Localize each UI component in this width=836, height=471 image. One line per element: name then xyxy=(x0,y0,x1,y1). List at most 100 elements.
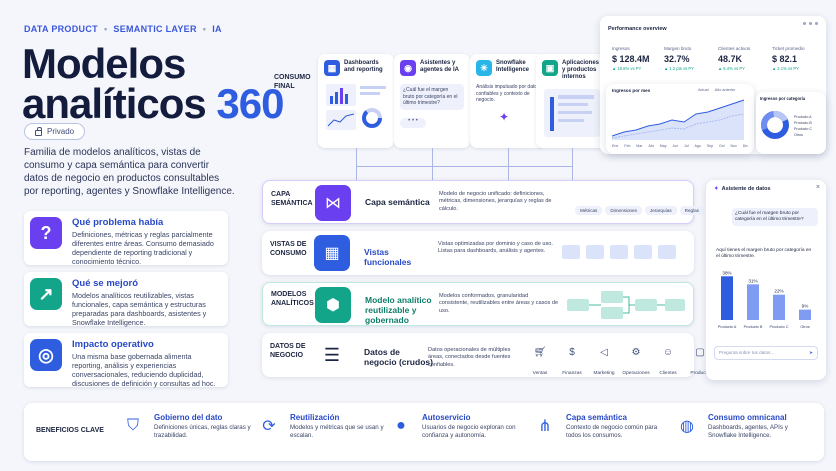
layer-modelos[interactable]: MODELOS ANALÍTICOS ⬢ Modelo analítico re… xyxy=(262,282,694,326)
kpi-value: $ 82.1 xyxy=(772,54,798,64)
source-finanzas: $ Finanzas xyxy=(558,347,586,379)
assistant-title: Asistente de datos xyxy=(721,186,771,192)
month-label: Ene xyxy=(612,144,619,148)
dashboard-icon: ▦ xyxy=(324,60,340,76)
bar-value-label: 22% xyxy=(774,289,783,294)
layer-label: CAPA SEMÁNTICA xyxy=(271,191,313,207)
sparkle-icon: ✦ xyxy=(499,109,510,124)
consumer-text: Análisis impulsado por datos confiables … xyxy=(476,84,540,103)
bar-1 xyxy=(747,284,759,320)
megaphone-icon: ◁ xyxy=(600,347,608,358)
source-label: Finanzas xyxy=(562,371,582,376)
connector-line xyxy=(432,148,433,180)
consumer-snowflake[interactable]: ✳Snowflake Intelligence Análisis impulsa… xyxy=(470,54,546,148)
input-placeholder: Pregunta sobre tus datos... xyxy=(719,350,775,355)
bar-category-label: Otros xyxy=(800,325,809,329)
badge-label: Privado xyxy=(47,127,75,136)
send-icon[interactable]: ➤ xyxy=(809,350,813,355)
month-label: Ago xyxy=(694,144,701,148)
bar-category-label: Producto C xyxy=(770,325,789,329)
sparkle-icon: ✦ xyxy=(714,186,719,192)
source-ventas: 🛒︎ Ventas xyxy=(526,347,554,379)
layer-label-consumo: CONSUMO FINAL xyxy=(274,74,311,90)
title-line-1: Modelos xyxy=(22,40,186,87)
kpi-label: Ingresos xyxy=(612,46,630,51)
source-marketing: ◁ Marketing xyxy=(590,347,618,379)
users-icon: ☺ xyxy=(662,347,674,358)
bar-value-label: 31% xyxy=(748,278,757,283)
refresh-icon: ⟳ xyxy=(262,418,276,435)
trend-icon: ↗ xyxy=(30,278,62,310)
gear-icon: ⚙ xyxy=(631,347,641,358)
month-label: Jul xyxy=(684,144,689,148)
benefit-title: Autoservicio xyxy=(422,413,471,422)
database-icon: ☰ xyxy=(314,337,350,373)
benefit-text: Modelos y métricas que se usan y escalan… xyxy=(290,424,384,439)
chip-reglas: Reglas xyxy=(679,206,704,215)
consumer-title: Dashboards and reporting xyxy=(344,60,383,73)
assistant-answer: Aquí tienes el margen bruto por categorí… xyxy=(716,248,812,259)
consumer-title: Asistentes y agentes de IA xyxy=(420,60,460,73)
bar-2 xyxy=(773,294,785,320)
assistant-input[interactable]: Pregunta sobre tus datos... ➤ xyxy=(714,346,818,360)
source-label: Marketing xyxy=(593,371,615,376)
benefit-title: Capa semántica xyxy=(566,413,627,422)
snowflake-icon: ✳ xyxy=(476,60,492,76)
bar-category-label: Producto B xyxy=(744,325,763,329)
tag-ia: IA xyxy=(212,24,222,34)
consumer-ai-agents[interactable]: ◉Asistentes y agentes de IA ¿Cuál fue el… xyxy=(394,54,470,148)
bar-value-label: 38% xyxy=(722,270,731,275)
tag-separator: • xyxy=(202,24,207,34)
layer-vistas[interactable]: VISTAS DE CONSUMO ▦ Vistas funcionales V… xyxy=(262,231,694,275)
benefit-text: Dashboards, agentes, APIs y Snowflake In… xyxy=(708,424,788,439)
benefit-text: Usuarios de negocio exploran con confian… xyxy=(422,424,516,439)
privacy-badge: Privado xyxy=(24,123,86,140)
box-icon: ▢ xyxy=(695,347,705,358)
title-line-2: analíticos xyxy=(22,80,207,127)
legend-previous: Año anterior xyxy=(714,88,736,92)
bar-3 xyxy=(799,309,811,320)
source-label: Operaciones xyxy=(622,371,650,376)
view-thumbnails xyxy=(562,245,676,259)
apps-icon: ▣ xyxy=(542,60,558,76)
consumer-apps[interactable]: ▣Aplicaciones y productos internos xyxy=(536,54,608,148)
kpi-ingresos: Ingresos$ 128.4M▲ 18.6% vs PY xyxy=(612,46,660,86)
benefit-title: Reutilización xyxy=(290,413,340,422)
chip-dimensiones: Dimensiones xyxy=(605,206,642,215)
source-clientes: ☺Clientes xyxy=(654,347,682,379)
consumer-dashboards[interactable]: ▦ Dashboards and reporting xyxy=(318,54,394,148)
layer-semantica[interactable]: CAPA SEMÁNTICA ⋈ Capa semántica Modelo d… xyxy=(262,180,704,224)
card-text: Una misma base gobernada alimenta report… xyxy=(72,352,216,388)
source-label: Ventas xyxy=(532,371,548,376)
donut-title: Ingresos por categoría xyxy=(760,96,806,101)
mini-app-mockup xyxy=(544,89,600,137)
benefit-title: Gobierno del dato xyxy=(154,413,223,422)
consumer-title: Aplicaciones y productos internos xyxy=(562,60,600,80)
layer-name: Capa semántica xyxy=(365,197,430,207)
month-label: Sep xyxy=(706,144,714,148)
layer-name: Modelo analítico reutilizable y gobernad… xyxy=(365,295,432,325)
window-controls[interactable] xyxy=(803,22,818,25)
donut-legend-item: Producto C xyxy=(794,127,812,131)
mini-dashboard-chart xyxy=(326,84,386,130)
kpi-delta: ▲ 2.1% vs PY xyxy=(772,66,799,71)
cart-icon: 🛒︎ xyxy=(533,347,547,358)
dollar-icon: $ xyxy=(569,347,575,358)
month-label: Oct xyxy=(719,144,725,148)
kpi-label: Clientes activos xyxy=(718,46,751,51)
month-label: Jun xyxy=(672,144,679,148)
kpi-delta: ▲ 18.6% vs PY xyxy=(612,66,642,71)
layer-datos[interactable]: DATOS DE NEGOCIO ☰ Datos de negocio (cru… xyxy=(262,333,710,379)
benefits-title: BENEFICIOS CLAVE xyxy=(36,427,104,434)
typing-indicator: • • • xyxy=(400,117,426,128)
benefit-title: Consumo omnicanal xyxy=(708,413,787,422)
close-icon[interactable]: × xyxy=(815,184,820,191)
